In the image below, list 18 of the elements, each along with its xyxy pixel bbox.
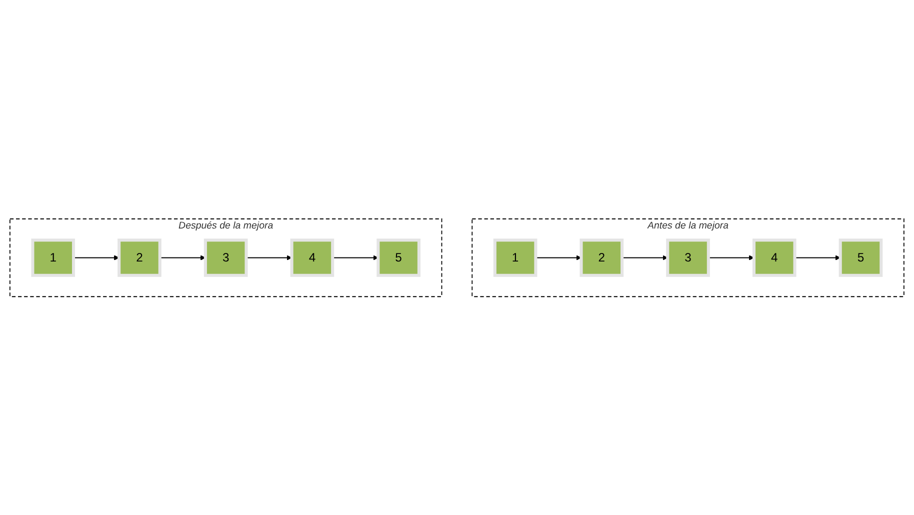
node-box: 1 [31,238,76,277]
node-box: 4 [290,238,334,277]
node-box: 5 [376,238,421,277]
node-box: 2 [580,238,624,277]
node-box: 1 [493,238,538,277]
arrow [73,254,120,260]
node-box: 3 [666,238,710,277]
node-box: 3 [204,238,248,277]
arrow [794,254,841,260]
node-box: 5 [838,238,883,277]
node-box: 2 [118,238,162,277]
arrow [159,254,206,260]
arrow [708,254,754,260]
arrow [246,254,292,260]
arrow [535,254,582,260]
node-box: 4 [752,238,796,277]
arrow [622,254,668,260]
arrow [332,254,378,260]
